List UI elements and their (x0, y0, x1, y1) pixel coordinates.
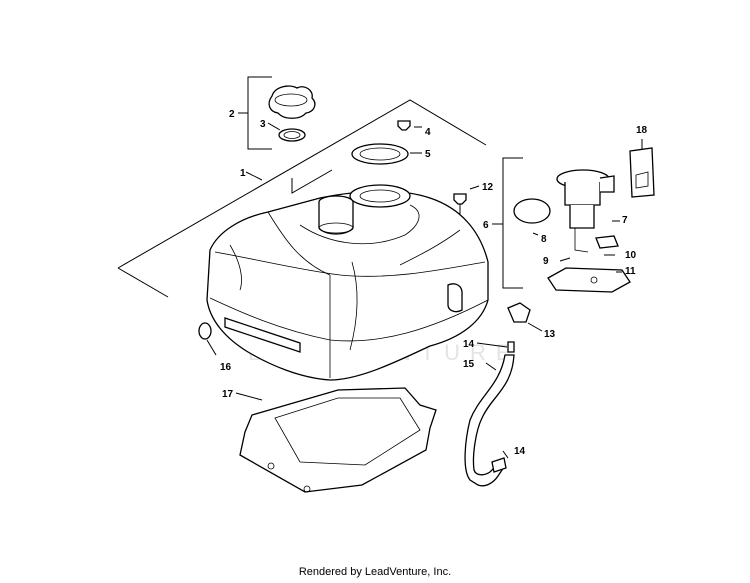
pump-gasket-5 (351, 143, 409, 165)
pump-o-ring (513, 198, 551, 224)
callout-11: 11 (625, 266, 636, 277)
callout-2: 2 (229, 109, 235, 120)
callout-15: 15 (463, 359, 475, 370)
callout-14-bottom: 14 (514, 446, 526, 457)
callout-18: 18 (636, 125, 648, 136)
leader-lines (206, 112, 643, 459)
callout-17: 17 (222, 389, 234, 400)
footer-credit: Rendered by LeadVenture, Inc. (298, 566, 452, 578)
callout-7: 7 (622, 215, 628, 226)
callout-8: 8 (541, 234, 547, 245)
callout-12: 12 (482, 182, 494, 193)
drain-grommet (198, 322, 212, 340)
screw-12 (453, 193, 467, 214)
bracket-2 (247, 76, 272, 150)
pump-filter (595, 235, 619, 249)
callout-9: 9 (543, 256, 549, 267)
pump-pickup-plate (547, 267, 631, 293)
fuel-tank (206, 184, 489, 381)
callout-4: 4 (425, 127, 431, 138)
wiring-connector (629, 147, 655, 198)
callout-16: 16 (220, 362, 232, 373)
fuel-pump-assembly (556, 169, 615, 253)
callout-14-top: 14 (463, 339, 475, 350)
callout-1: 1 (240, 168, 246, 179)
bracket-6 (502, 157, 523, 289)
callout-10: 10 (625, 250, 637, 261)
cap-gasket (278, 128, 306, 142)
callout-13: 13 (544, 329, 556, 340)
fuel-hose (464, 341, 515, 487)
fuel-cap (268, 85, 316, 119)
skid-pan (239, 387, 437, 493)
callout-6: 6 (483, 220, 489, 231)
callout-5: 5 (425, 149, 431, 160)
callout-3: 3 (260, 119, 266, 130)
elbow-fitting (507, 302, 531, 323)
assembly-bracket-1 (117, 99, 487, 298)
screw-4 (397, 120, 411, 131)
callout-labels: 2 3 1 4 5 12 6 8 7 9 10 11 18 13 14 15 1… (220, 109, 648, 457)
